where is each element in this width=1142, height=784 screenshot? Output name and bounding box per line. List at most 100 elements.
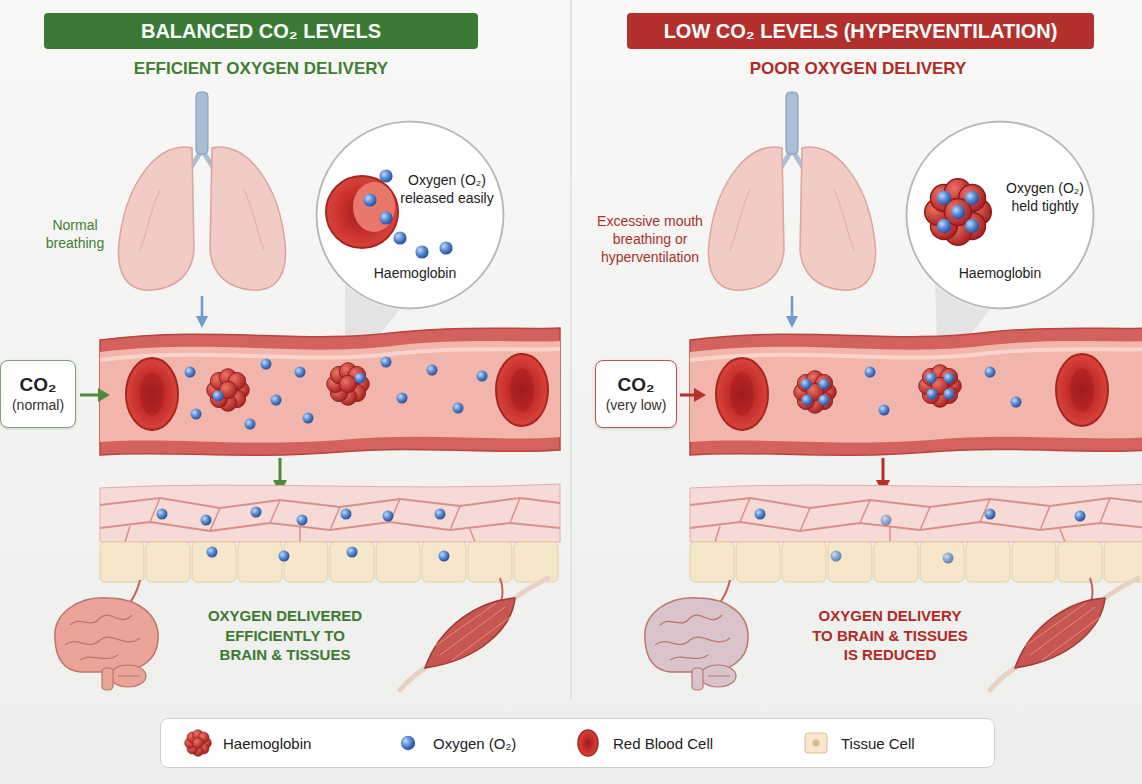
legend-text: Haemoglobin [223, 735, 311, 752]
legend-icon [183, 728, 213, 758]
red-blood-cell [1056, 354, 1108, 426]
oxygen-dot [261, 359, 272, 370]
outcome-note: OXYGEN DELIVERY TO BRAIN & TISSUES IS RE… [810, 606, 970, 665]
oxygen-dot [297, 515, 308, 526]
flow-arrow [201, 296, 204, 318]
arrow-head [98, 388, 110, 402]
oxygen-dot [453, 403, 464, 414]
oxygen-dot [157, 509, 168, 520]
node-text: Oxygen (O₂) released easily [399, 172, 495, 207]
legend-sample [185, 730, 212, 757]
panel-subtitle: POOR OXYGEN DELIVERY [698, 58, 1018, 80]
legend-icon [393, 728, 423, 758]
oxygen-dot [1011, 397, 1022, 408]
oxygen-dot [347, 547, 358, 558]
oxygen-dot [295, 367, 306, 378]
oxygen-dot [879, 405, 890, 416]
oxygen-dot [379, 169, 392, 182]
legend-text: Tissue Cell [841, 735, 915, 752]
oxygen-dot [951, 205, 965, 219]
oxygen-dot [379, 211, 392, 224]
haemoglobin [794, 371, 837, 414]
outcome-note: OXYGEN DELIVERED EFFICIENTLY TO BRAIN & … [205, 606, 365, 665]
oxygen-dot [303, 413, 314, 424]
lungs [118, 92, 285, 290]
arrow-head [694, 388, 706, 402]
muscle [400, 578, 548, 690]
oxygen-dot [201, 515, 212, 526]
flow-arrow [279, 458, 282, 482]
legend-text: Red Blood Cell [613, 735, 713, 752]
flow-arrow [791, 296, 794, 318]
oxygen-dot [965, 219, 979, 233]
legend-box: Haemoglobin Oxygen (O₂) Red Blood Cell Tiss… [160, 718, 995, 768]
red-blood-cell [326, 176, 398, 248]
oxygen-dot [865, 367, 876, 378]
oxygen-dot [185, 367, 196, 378]
panel-header: LOW CO₂ LEVELS (HYPERVENTILATION) [627, 13, 1094, 49]
breathing-note: Normal breathing [30, 216, 120, 252]
callout-ring [907, 122, 1094, 309]
legend-text: Oxygen (O₂) [433, 735, 516, 752]
arrow-head [196, 316, 208, 328]
node-text: Oxygen (O₂) held tightly [1001, 180, 1089, 215]
haemoglobin [925, 179, 992, 246]
oxygen-dot [831, 551, 842, 562]
oxygen-dot [439, 241, 452, 254]
node-subtext: (very low) [606, 397, 667, 415]
oxygen-dot [819, 379, 830, 390]
legend-sample [401, 736, 415, 750]
oxygen-dot [1075, 511, 1086, 522]
lungs [708, 92, 875, 290]
cell-cutaway [353, 182, 395, 232]
oxygen-dot [881, 515, 892, 526]
haemoglobin [919, 365, 962, 408]
red-blood-cell [496, 354, 548, 426]
oxygen-dot [819, 395, 830, 406]
blood-vessel [100, 328, 560, 455]
node-subtext: Haemoglobin [952, 265, 1048, 283]
oxygen-dot [985, 509, 996, 520]
oxygen-dot [801, 379, 812, 390]
node-text: LOW CO₂ LEVELS (HYPERVENTILATION) [664, 19, 1058, 44]
oxygen-dot [341, 509, 352, 520]
node-subtext: Haemoglobin [367, 265, 463, 283]
flow-arrow [680, 394, 696, 397]
oxygen-dot [427, 365, 438, 376]
oxygen-dot [271, 395, 282, 406]
breathing-note: Excessive mouth breathing or hyperventil… [590, 212, 710, 267]
oxygen-dot [355, 373, 366, 384]
node-text: CO₂ [618, 373, 655, 397]
legend-icon [573, 728, 603, 758]
callout-outline [905, 120, 1095, 310]
oxygen-dot [944, 389, 955, 400]
oxygen-dot [965, 191, 979, 205]
brain [55, 598, 158, 690]
node-text: BALANCED CO₂ LEVELS [141, 19, 381, 44]
node-text: CO₂ [20, 373, 57, 397]
oxygen-dot [245, 419, 256, 430]
callout-circle: Oxygen (O₂) held tightlyHaemoglobin [905, 120, 1095, 310]
legend-sample [578, 730, 598, 756]
tissue [100, 484, 560, 620]
panel-divider [570, 0, 572, 700]
oxygen-dot [397, 393, 408, 404]
oxygen-dot [363, 193, 376, 206]
blood-vessel [690, 328, 1142, 455]
oxygen-dot [802, 395, 813, 406]
callout-circle: Oxygen (O₂) released easilyHaemoglobin [315, 120, 505, 310]
oxygen-dot [381, 357, 392, 368]
oxygen-dot [944, 373, 955, 384]
legend-icon [801, 728, 831, 758]
oxygen-dot [191, 409, 202, 420]
node-subtext: (normal) [12, 397, 64, 415]
oxygen-dot [755, 509, 766, 520]
oxygen-dot [937, 219, 951, 233]
oxygen-dot [279, 551, 290, 562]
callout-ground [905, 120, 1095, 310]
oxygen-dot [943, 553, 954, 564]
callout-outline [315, 120, 505, 310]
